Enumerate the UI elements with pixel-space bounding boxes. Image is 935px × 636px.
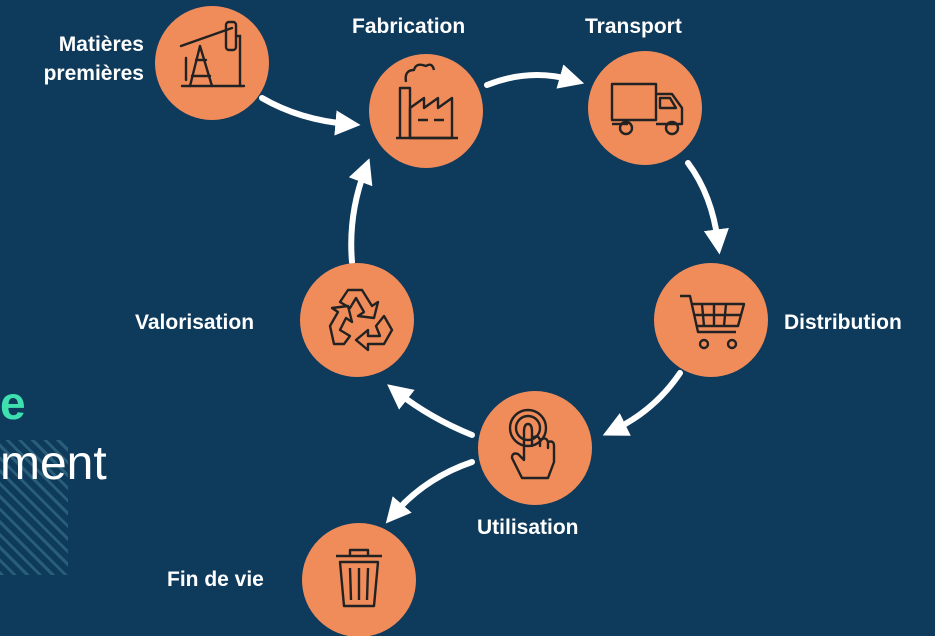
hand-tap-icon	[508, 408, 556, 480]
arrow-matieres-to-fabrication	[259, 95, 361, 136]
arrow-valorisation-to-fabrication	[348, 158, 373, 265]
label-fabrication: Fabrication	[352, 15, 466, 38]
label-matieres-line1: Matières	[58, 33, 144, 56]
factory-icon	[396, 63, 458, 140]
stage-valorisation	[300, 263, 414, 377]
partial-heading-green: e	[0, 377, 26, 429]
stage-distribution	[654, 263, 768, 377]
stage-matieres-premieres	[155, 6, 269, 120]
partial-heading-white: ment	[0, 437, 107, 490]
arrow-utilisation-to-valorisation	[387, 384, 475, 438]
recycle-icon	[328, 288, 394, 352]
label-distribution: Distribution	[784, 311, 902, 334]
decorative-hatch-panel	[0, 440, 68, 575]
label-transport: Transport	[585, 15, 682, 38]
stage-utilisation	[478, 391, 592, 505]
label-matieres-line2: premières	[43, 62, 144, 85]
label-fin-de-vie: Fin de vie	[167, 568, 264, 591]
arrow-distribution-to-utilisation	[602, 370, 683, 436]
oil-pump-icon	[179, 20, 246, 88]
label-valorisation: Valorisation	[135, 311, 255, 334]
shopping-cart-icon	[680, 294, 746, 350]
arrow-utilisation-to-findevie	[385, 459, 475, 524]
truck-icon	[610, 82, 684, 136]
stage-transport	[588, 51, 702, 165]
arrow-fabrication-to-transport	[484, 64, 585, 89]
label-matieres-premieres: Matières premières	[14, 30, 144, 88]
stage-fabrication	[369, 54, 483, 168]
cycle-arrows	[259, 64, 729, 524]
arrow-transport-to-distribution	[685, 160, 729, 255]
label-utilisation: Utilisation	[477, 516, 579, 539]
stage-fin-de-vie	[302, 523, 416, 636]
trash-can-icon	[336, 548, 382, 608]
